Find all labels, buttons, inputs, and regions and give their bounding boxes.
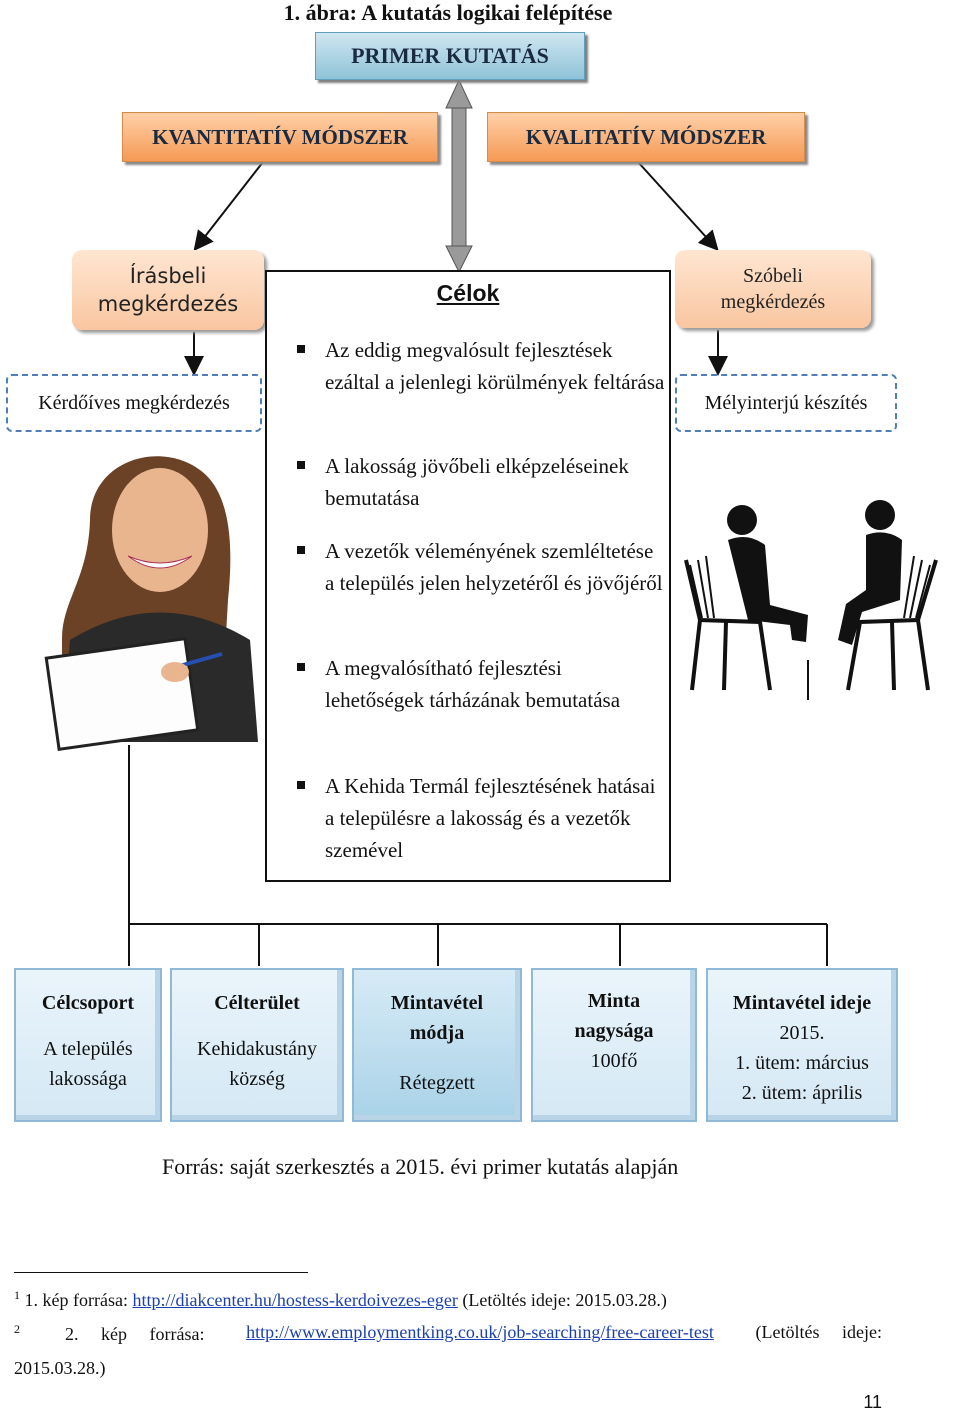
card-value: A település: [43, 1038, 133, 1060]
footnote-2-continued: 2015.03.28.): [14, 1358, 106, 1378]
written-survey-line2: megkérdezés: [97, 292, 239, 316]
oral-survey-box: Szóbeli megkérdezés: [675, 250, 871, 328]
figure-source: Forrás: saját szerkesztés a 2015. évi pr…: [162, 1154, 679, 1179]
double-arrow: [445, 78, 473, 274]
card-sampling-time: Mintavétel ideje 2015. 1. ütem: március …: [706, 968, 898, 1122]
footnote-divider: [14, 1272, 308, 1273]
footnote-number: 1: [14, 1288, 20, 1302]
footnote-text: (Letöltés ideje: 2015.03.28.): [457, 1290, 667, 1310]
figure-title: 1. ábra: A kutatás logikai felépítése: [283, 0, 613, 25]
card-target-group: Célcsoport A település lakossága: [14, 968, 162, 1122]
arrow-quant-to-written: [193, 161, 264, 252]
goals-title: Célok: [436, 280, 500, 306]
goal-item: Az eddig megvalósult fejlesztések ezálta…: [297, 334, 665, 398]
goal-item: A Kehida Termál fejlesztésének hatásai a…: [297, 770, 665, 866]
card-heading: Célterület: [214, 992, 300, 1014]
footnote-text: (Letöltés ideje:: [755, 1322, 882, 1342]
oral-survey-line2: megkérdezés: [720, 291, 826, 313]
footnote-2: 2 2. kép forrása: http://www.employmentk…: [14, 1322, 882, 1345]
card-value: Kehidakustány: [197, 1038, 317, 1060]
primer-research-box: PRIMER KUTATÁS: [315, 32, 585, 80]
page-number: 11: [863, 1392, 882, 1412]
in-depth-interview-box: Mélyinterjú készítés: [675, 374, 897, 432]
goal-item: A vezetők véleményének szemléltetése a t…: [297, 535, 665, 599]
card-sample-size: Minta nagysága 100fő: [531, 968, 697, 1122]
card-value: 100fő: [590, 1050, 638, 1072]
card-target-area: Célterület Kehidakustány község: [170, 968, 344, 1122]
oral-survey-line1: Szóbeli: [742, 265, 803, 287]
footnote-link[interactable]: http://www.employmentking.co.uk/job-sear…: [246, 1322, 714, 1342]
card-heading: Mintavétel ideje: [732, 992, 872, 1014]
written-survey-box: Írásbeli megkérdezés: [72, 250, 264, 330]
questionnaire-survey-box: Kérdőíves megkérdezés: [6, 374, 262, 432]
card-value: 2015.: [779, 1022, 825, 1044]
card-heading: Mintavétel: [390, 992, 484, 1014]
footnote-link[interactable]: http://diakcenter.hu/hostess-kerdoivezes…: [132, 1290, 458, 1310]
woman-with-clipboard-image: [44, 456, 258, 751]
footnote-number: 2: [14, 1322, 20, 1336]
goal-item: A megvalósítható fejlesztési lehetőségek…: [297, 652, 665, 716]
card-value: Rétegzett: [399, 1072, 475, 1094]
goal-item: A lakosság jövőbeli elképzeléseinek bemu…: [297, 450, 665, 514]
card-heading: Célcsoport: [41, 992, 135, 1014]
footnote-text: 2. kép forrása:: [65, 1324, 205, 1344]
card-heading: nagysága: [574, 1020, 654, 1042]
interview-silhouette-image: [684, 500, 938, 691]
card-heading: módja: [409, 1022, 465, 1044]
footnote-text: 1. kép forrása:: [24, 1290, 133, 1310]
qualitative-method-box: KVALITATÍV MÓDSZER: [487, 112, 805, 162]
bottom-bracket: [128, 660, 828, 966]
card-value: község: [229, 1068, 285, 1090]
card-value: lakossága: [49, 1068, 127, 1090]
card-sampling-method: Mintavétel módja Rétegzett: [352, 968, 522, 1122]
quantitative-method-box: KVANTITATÍV MÓDSZER: [122, 112, 438, 162]
card-value: 2. ütem: április: [741, 1082, 863, 1104]
card-heading: Minta: [587, 990, 641, 1012]
footnote-1: 1 1. kép forrása: http://diakcenter.hu/h…: [14, 1288, 667, 1311]
goals-box: Célok Az eddig megvalósult fejlesztések …: [265, 270, 671, 882]
card-value: 1. ütem: március: [735, 1052, 869, 1074]
arrow-qual-to-oral: [637, 161, 719, 251]
written-survey-line1: Írásbeli: [129, 264, 207, 288]
